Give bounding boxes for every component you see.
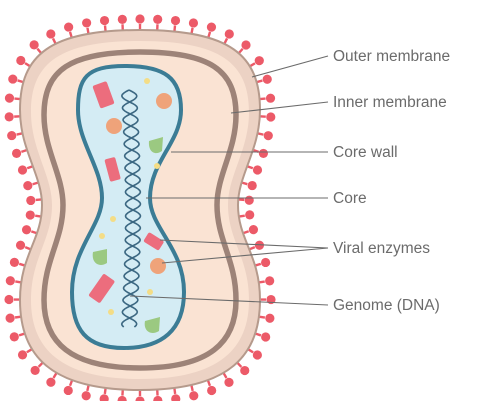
spike-head: [153, 15, 162, 24]
spike-head: [5, 112, 14, 121]
label-outer-membrane: Outer membrane: [333, 48, 450, 65]
yellow-dot: [147, 289, 153, 295]
spike-stem: [25, 63, 30, 66]
spike-stem: [87, 28, 88, 34]
spike-head: [4, 295, 13, 304]
spike-head: [171, 16, 180, 25]
spike-head: [245, 196, 254, 205]
enzyme-orange-1: [156, 93, 172, 109]
spike-head: [118, 396, 127, 401]
spike-head: [264, 131, 273, 140]
spike-head: [100, 394, 109, 401]
spike-head: [26, 210, 35, 219]
spike-head: [5, 94, 14, 103]
spike-stem: [208, 32, 210, 38]
spike-head: [100, 16, 109, 25]
yellow-dot: [108, 309, 114, 315]
spike-head: [225, 29, 234, 38]
label-viral-enzymes: Viral enzymes: [333, 240, 430, 257]
label-inner-membrane: Inner membrane: [333, 94, 447, 111]
label-genome: Genome (DNA): [333, 297, 440, 314]
spike-head: [245, 210, 254, 219]
spike-head: [253, 165, 262, 174]
spike-head: [248, 181, 257, 190]
spike-head: [207, 386, 216, 395]
spike-head: [253, 350, 262, 359]
spike-head: [46, 378, 55, 387]
spike-stem: [192, 28, 193, 34]
spike-head: [23, 181, 32, 190]
label-core-wall: Core wall: [333, 144, 398, 161]
spike-head: [26, 196, 35, 205]
spike-head: [261, 258, 270, 267]
spike-head: [82, 18, 91, 27]
spike-head: [6, 276, 15, 285]
spike-head: [64, 22, 73, 31]
yellow-dot: [99, 233, 105, 239]
spike-head: [31, 366, 40, 375]
spike-head: [10, 332, 19, 341]
spike-stem: [70, 32, 72, 38]
spike-head: [12, 149, 21, 158]
spike-head: [18, 165, 27, 174]
spike-head: [240, 366, 249, 375]
spike-head: [263, 75, 272, 84]
spike-head: [22, 225, 31, 234]
spike-head: [135, 14, 144, 23]
enzyme-orange-3: [150, 258, 166, 274]
spike-head: [249, 225, 258, 234]
spike-head: [64, 386, 73, 395]
spike-head: [261, 332, 270, 341]
spike-head: [171, 394, 180, 401]
spike-head: [189, 391, 198, 400]
spike-stem: [257, 81, 263, 83]
spike-head: [153, 396, 162, 401]
spike-head: [135, 396, 144, 401]
spike-head: [8, 74, 17, 83]
spike-head: [255, 56, 264, 65]
spike-head: [30, 40, 39, 49]
enzyme-orange-2: [106, 118, 122, 134]
label-core: Core: [333, 190, 367, 207]
spike-head: [266, 94, 275, 103]
yellow-dot: [144, 78, 150, 84]
spike-head: [10, 258, 19, 267]
spike-head: [46, 29, 55, 38]
yellow-dot: [110, 216, 116, 222]
spike-head: [224, 378, 233, 387]
spike-head: [16, 241, 25, 250]
spike-head: [265, 314, 274, 323]
spike-head: [207, 23, 216, 32]
spike-head: [16, 56, 25, 65]
spike-head: [7, 131, 16, 140]
spike-stem: [18, 80, 24, 82]
spike-head: [6, 314, 15, 323]
spike-head: [241, 40, 250, 49]
spike-head: [266, 112, 275, 121]
spike-head: [259, 149, 268, 158]
spike-head: [118, 15, 127, 24]
spike-head: [82, 391, 91, 400]
spike-head: [265, 276, 274, 285]
yellow-dot: [154, 163, 160, 169]
spike-head: [189, 18, 198, 27]
spike-head: [18, 350, 27, 359]
spike-stem: [250, 63, 255, 66]
